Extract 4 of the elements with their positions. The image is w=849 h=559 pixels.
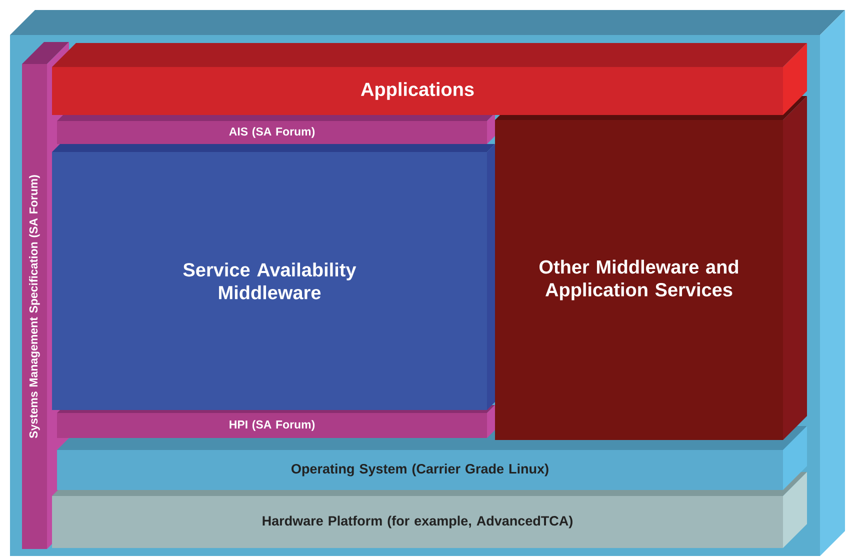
- layer-block: Service Availability Middleware: [52, 144, 495, 410]
- layer-block: AIS (SA Forum): [57, 113, 495, 144]
- layer-block: Other Middleware and Application Services: [495, 96, 807, 440]
- layer-block: Applications: [52, 43, 807, 115]
